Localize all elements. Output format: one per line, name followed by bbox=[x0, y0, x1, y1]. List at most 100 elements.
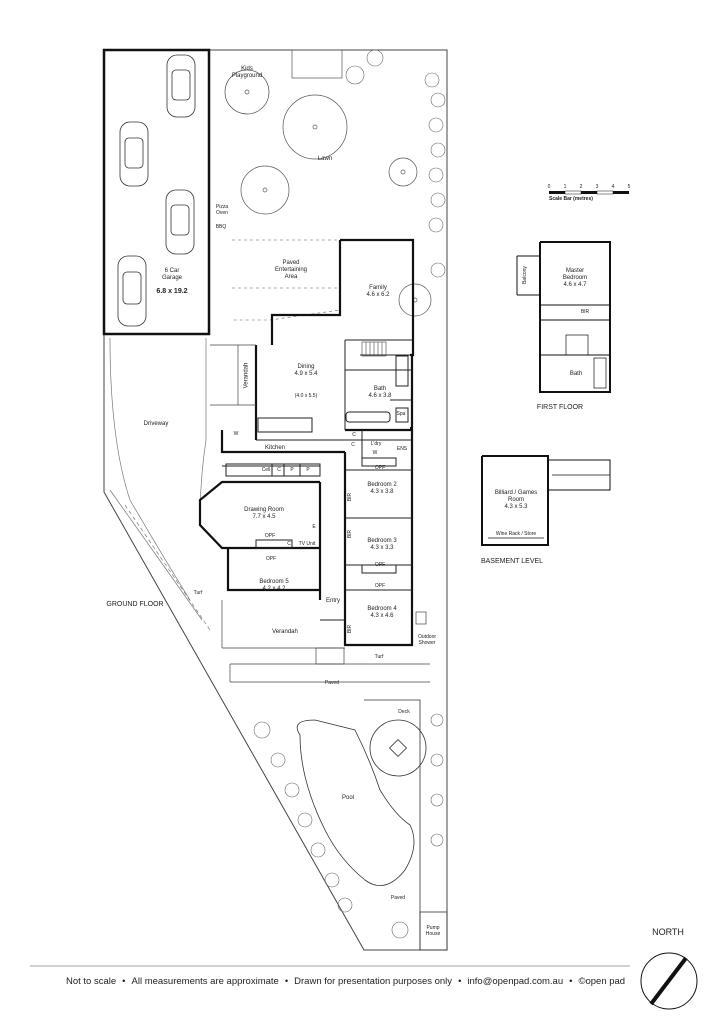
verandah bbox=[210, 344, 430, 683]
basement-plan bbox=[481, 455, 611, 546]
garage-name: 6 Car Garage bbox=[161, 268, 182, 281]
opf-label-2: OPF bbox=[264, 533, 276, 539]
laundry-c-label: C bbox=[352, 432, 356, 438]
paved-entertaining-label: Paved Entertaining Area bbox=[274, 260, 308, 280]
ground-floor-label: GROUND FLOOR bbox=[106, 601, 164, 608]
dining-sub: (4.0 x 5.5) bbox=[294, 393, 318, 399]
pump-house-label: Pump House bbox=[425, 925, 441, 937]
drawing-room-name: Drawing Room bbox=[244, 507, 284, 513]
bir-label-1: BIR bbox=[347, 492, 353, 502]
pantry-p2-label: P bbox=[306, 467, 310, 473]
ens-label: ENS bbox=[396, 446, 408, 452]
pool-label: Pool bbox=[341, 795, 354, 801]
bedroom4-name: Bedroom 4 bbox=[367, 606, 397, 612]
driveway-label: Driveway bbox=[143, 421, 169, 427]
verandah-side-label: Verandah bbox=[243, 362, 250, 389]
bir-label-2: BIR bbox=[347, 529, 353, 539]
kitchen-w-label: W bbox=[233, 431, 239, 437]
verandah-front-label: Verandah bbox=[272, 629, 298, 635]
opf-label-4: OPF bbox=[374, 562, 386, 568]
footer-item: All measurements are approximate bbox=[131, 976, 279, 987]
family-name: Family bbox=[369, 285, 387, 291]
footer-separator: • bbox=[458, 976, 462, 987]
billiard-dims: 4.3 x 5.3 bbox=[504, 504, 528, 510]
master-bedroom-name: Master Bedroom bbox=[562, 268, 588, 281]
pantry-p-label: P bbox=[290, 467, 294, 473]
turf-label-1: Turf bbox=[193, 590, 203, 596]
laundry-w-label: W bbox=[372, 450, 378, 456]
opf-label-3: OPF bbox=[265, 556, 277, 562]
kids-playground-label: Kids Playground bbox=[231, 66, 263, 79]
bedroom3-dims: 4.3 x 3.3 bbox=[370, 545, 394, 551]
spa-label: Spa bbox=[396, 411, 406, 417]
drawing-room-dims: 7.7 x 4.5 bbox=[252, 514, 276, 520]
dining-dims: 4.9 x 5.4 bbox=[294, 371, 318, 377]
bbq-label: BBQ bbox=[215, 224, 227, 230]
bedroom5-dims: 4.2 x 4.2 bbox=[262, 586, 286, 592]
first-floor-plan bbox=[516, 241, 611, 393]
pantry-c-label: C bbox=[277, 467, 281, 473]
interior-walls bbox=[222, 339, 412, 621]
site-boundary bbox=[103, 49, 448, 951]
shrubs bbox=[253, 49, 446, 939]
footer-item: Not to scale bbox=[66, 976, 117, 987]
kitchen-label: Kitchen bbox=[264, 445, 285, 451]
scale-tick-4: 4 bbox=[611, 184, 615, 190]
bir-label-3: BIR bbox=[347, 624, 353, 634]
family-dims: 4.6 x 6.2 bbox=[366, 292, 390, 298]
footer-notes: Not to scale • All measurements are approx… bbox=[66, 976, 625, 987]
bedroom2-dims: 4.3 x 3.8 bbox=[370, 489, 394, 495]
bedroom2-name: Bedroom 2 bbox=[367, 482, 397, 488]
garage bbox=[102, 48, 211, 336]
scale-caption: Scale Bar (metres) bbox=[549, 196, 593, 202]
wine-store-label: Wine Rack / Store bbox=[495, 531, 537, 537]
scale-tick-1: 1 bbox=[563, 184, 567, 190]
paved-label-2: Paved bbox=[390, 895, 406, 901]
outdoor-shower-label: Outdoor Shower bbox=[417, 634, 437, 646]
turf-label-2: Turf bbox=[374, 654, 384, 660]
bath-dims: 4.6 x 3.8 bbox=[368, 393, 392, 399]
cell-label: Cell bbox=[261, 467, 271, 473]
house-walls bbox=[198, 238, 415, 647]
scale-tick-3: 3 bbox=[595, 184, 599, 190]
driveway bbox=[109, 337, 211, 631]
entry-label: Entry bbox=[325, 598, 340, 604]
dining-name: Dining bbox=[297, 364, 315, 370]
first-floor-label: FIRST FLOOR bbox=[536, 404, 584, 411]
north-arrow-icon bbox=[640, 952, 698, 1010]
deck-label: Deck bbox=[398, 709, 410, 715]
basement-label: BASEMENT LEVEL bbox=[480, 558, 544, 565]
laundry-c2-label: C bbox=[351, 442, 355, 448]
paved-entertaining bbox=[232, 239, 341, 321]
master-bedroom-dims: 4.6 x 4.7 bbox=[563, 282, 587, 288]
footer-item: Drawn for presentation purposes only bbox=[294, 976, 453, 987]
north-label: NORTH bbox=[652, 927, 684, 937]
stairs bbox=[361, 341, 387, 357]
scale-tick-2: 2 bbox=[579, 184, 583, 190]
footer-separator: • bbox=[284, 976, 289, 987]
lawn-label: Lawn bbox=[317, 156, 333, 162]
footer-brand: ©open pad bbox=[578, 976, 626, 987]
bedroom3-name: Bedroom 3 bbox=[367, 538, 397, 544]
tv-c-label: C bbox=[287, 541, 291, 547]
balcony-label: Balcony bbox=[522, 266, 528, 284]
footer-separator: • bbox=[122, 976, 126, 987]
garage-dims: 6.8 x 19.2 bbox=[156, 288, 188, 295]
pizza-oven-label: Pizza Oven bbox=[215, 204, 229, 216]
laundry-label: L'dry bbox=[370, 441, 382, 447]
bath-name: Bath bbox=[373, 386, 387, 392]
pool-area bbox=[296, 699, 448, 951]
footer-separator: • bbox=[569, 976, 573, 987]
first-bath-label: Bath bbox=[569, 371, 583, 377]
car-icon bbox=[117, 54, 196, 327]
lawn-trees bbox=[224, 49, 432, 317]
footer-email: info@openpad.com.au bbox=[467, 976, 564, 987]
first-bir-label: BIR bbox=[580, 309, 590, 315]
scale-tick-5: 5 bbox=[627, 184, 631, 190]
tv-unit-label: TV Unit bbox=[298, 541, 316, 547]
opf-label-5: OPF bbox=[374, 583, 386, 589]
e-label: E bbox=[312, 524, 316, 530]
bedroom4-dims: 4.3 x 4.6 bbox=[370, 613, 394, 619]
paved-label-1: Paved bbox=[324, 680, 340, 686]
